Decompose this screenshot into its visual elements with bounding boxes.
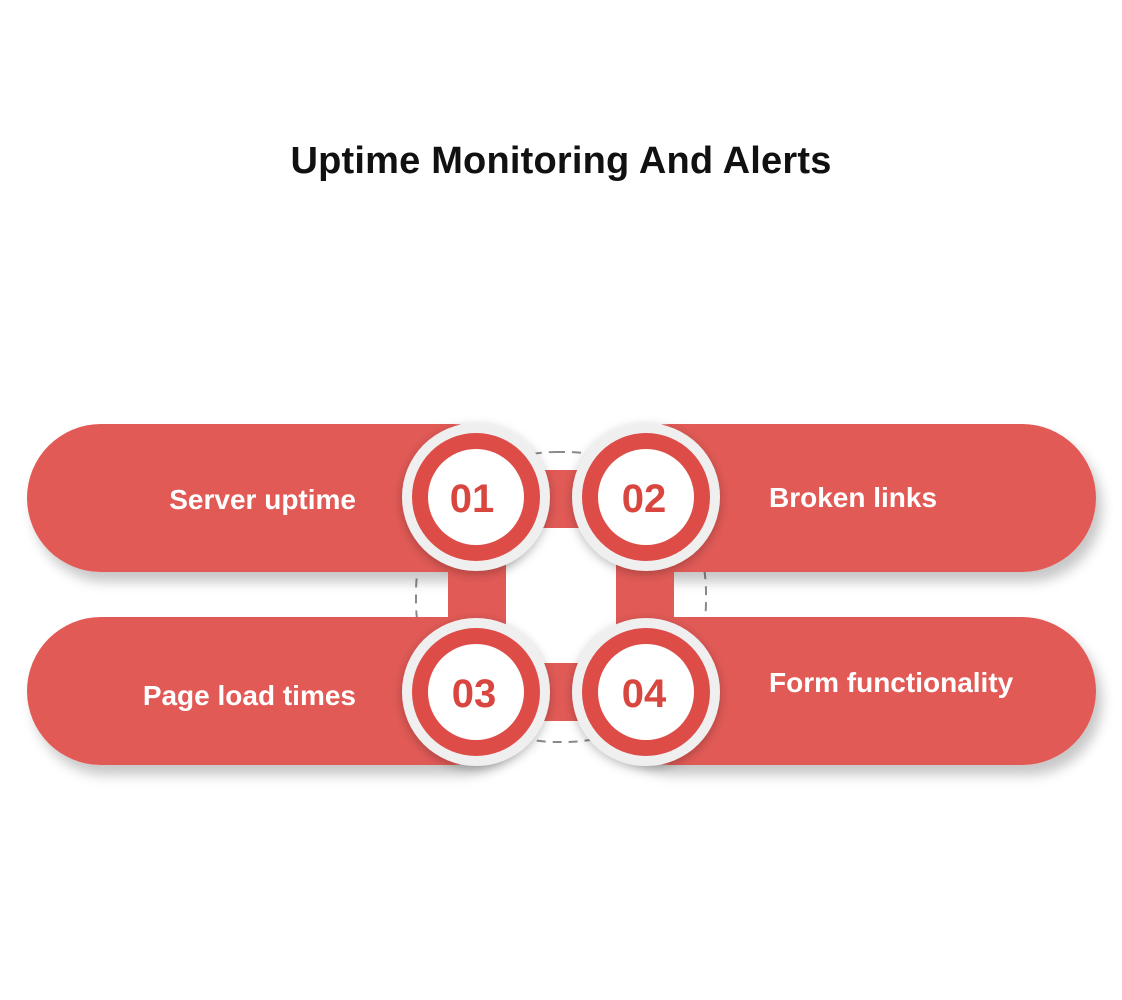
step-label-01: Server uptime — [169, 484, 356, 515]
step-number-01: 01 — [450, 477, 495, 521]
dashed-guide-ring — [415, 451, 707, 743]
step-badge-04: 04 — [572, 618, 720, 766]
step-pill-03 — [27, 617, 527, 765]
diagram-title: Uptime Monitoring And Alerts — [290, 140, 832, 182]
step-badge-03: 03 — [402, 618, 550, 766]
step-pill-01 — [27, 424, 527, 572]
step-label-02: Broken links — [769, 482, 938, 513]
step-pill-02 — [596, 424, 1096, 572]
step-number-04: 04 — [622, 672, 667, 716]
step-number-02: 02 — [622, 477, 667, 521]
step-label-03: Page load times — [142, 680, 356, 711]
step-label-04: Form functionality — [769, 667, 1014, 698]
step-number-03: 03 — [452, 672, 497, 716]
step-badge-02: 02 — [572, 423, 720, 571]
step-badge-01: 01 — [402, 423, 550, 571]
step-pill-04 — [596, 617, 1096, 765]
